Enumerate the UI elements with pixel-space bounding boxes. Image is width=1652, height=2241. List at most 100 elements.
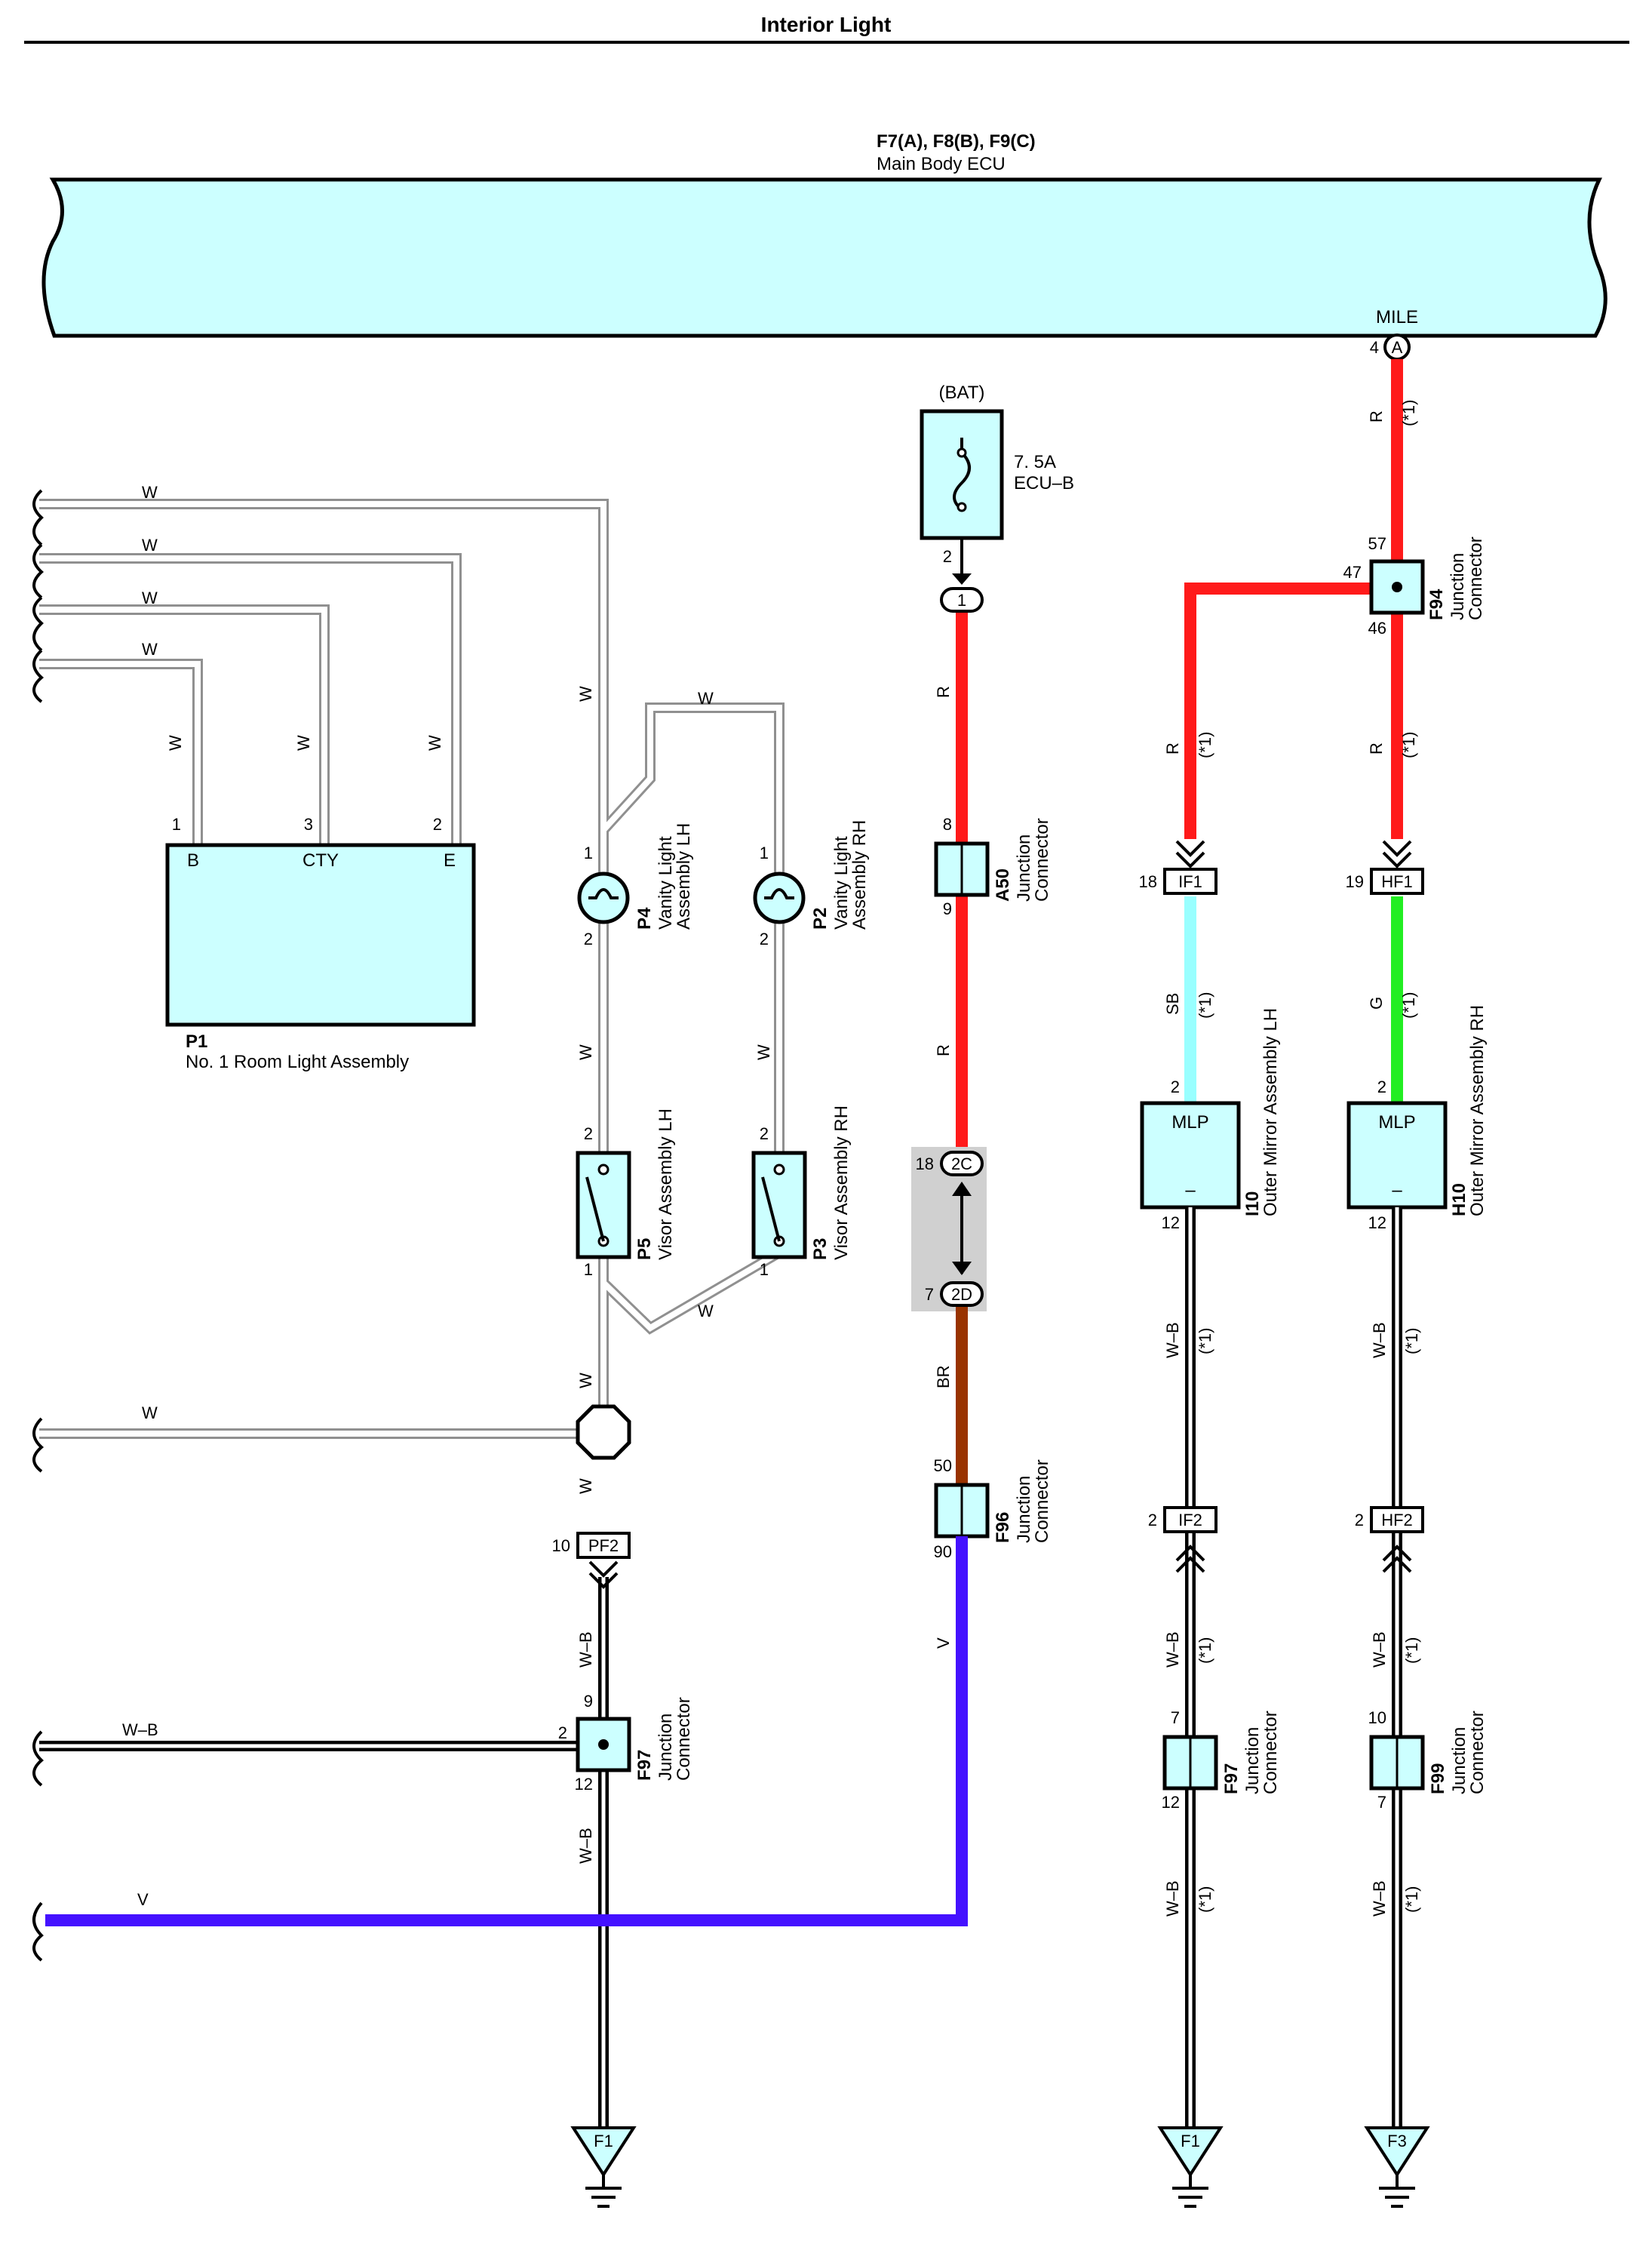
- wire-label-star: (*1): [1196, 1328, 1214, 1354]
- if2-connector: IF2 2: [1148, 1506, 1218, 1573]
- wire-label-r: R: [1367, 742, 1386, 755]
- f97a-name: Connector: [674, 1697, 694, 1781]
- hf2-pin: 2: [1355, 1511, 1364, 1529]
- f94-code: F94: [1426, 589, 1447, 620]
- a50-code: A50: [993, 868, 1013, 902]
- i10-terminal: MLP: [1171, 1112, 1208, 1133]
- f97b-pin-12: 12: [1162, 1793, 1180, 1812]
- main-body-ecu: F7(A), F8(B), F9(C) Main Body ECU MILE A…: [41, 131, 1607, 361]
- wire-label-r: R: [934, 1044, 953, 1056]
- wb-wires-left: [32, 1560, 619, 2128]
- wire-label-wb: W–B: [1163, 1631, 1182, 1668]
- pf2-label: PF2: [588, 1536, 619, 1555]
- wire-label-w: W: [142, 589, 158, 607]
- wire-break: [32, 1901, 44, 1962]
- f97a-name: Junction: [656, 1714, 676, 1781]
- p5-pin-2: 2: [584, 1124, 593, 1143]
- ground-label: F1: [1181, 2132, 1200, 2150]
- wire-label-w: W: [754, 1044, 773, 1060]
- p4-code: P4: [634, 907, 655, 930]
- f97-junction-left: 9 2 12 F97 Junction Connector: [558, 1692, 694, 1794]
- f99-pin-10: 10: [1368, 1708, 1386, 1727]
- p1-room-light: B CTY E 1 3 2 P1 No. 1 Room Light Assemb…: [165, 815, 476, 1072]
- white-wires: [32, 489, 785, 1473]
- f96-code: F96: [993, 1512, 1013, 1543]
- wire-label-star: (*1): [1196, 992, 1214, 1019]
- a50-name: Connector: [1032, 818, 1052, 902]
- passthrough-connector: 2C 18 2D 7: [911, 1147, 987, 1311]
- fuse-pin: 2: [943, 547, 952, 566]
- ground-f3: F3: [1364, 2126, 1430, 2208]
- a50-junction: 8 9 A50 Junction Connector: [934, 815, 1052, 918]
- p3-code: P3: [810, 1238, 831, 1260]
- i10-pin-12: 12: [1162, 1213, 1180, 1232]
- i10-pin-2: 2: [1171, 1077, 1180, 1096]
- a50-name: Junction: [1014, 835, 1034, 902]
- hf2-label: HF2: [1381, 1511, 1413, 1529]
- fuse-ecu-b: (BAT) 7. 5A ECU–B 2 1: [920, 383, 1074, 613]
- wb-wires-right: [1185, 1207, 1402, 2128]
- pf2-connector: PF2 10: [552, 1532, 631, 1559]
- h10-code: H10: [1449, 1183, 1469, 1216]
- p3-name: Visor Assembly RH: [831, 1105, 852, 1260]
- f94-name: Junction: [1448, 553, 1468, 620]
- wire-label-wb: W–B: [1370, 1631, 1389, 1668]
- if1-pin: 18: [1139, 872, 1157, 891]
- pass-c2-pin: 7: [925, 1285, 934, 1304]
- p5-code: P5: [634, 1238, 655, 1260]
- h10-pin-2: 2: [1377, 1077, 1386, 1096]
- a50-pin-8: 8: [943, 815, 952, 834]
- f96-pin-90: 90: [934, 1542, 952, 1561]
- wire-label-wb: W–B: [576, 1631, 595, 1668]
- ground-label: F1: [594, 2132, 613, 2150]
- wire-label-w: W: [576, 686, 595, 702]
- p2-name: Assembly RH: [849, 820, 870, 930]
- wire-label-v: V: [934, 1637, 953, 1649]
- wire-label-r: R: [934, 686, 953, 698]
- h10-terminal: MLP: [1378, 1112, 1415, 1133]
- f99-junction: 10 7 F99 Junction Connector: [1368, 1708, 1488, 1812]
- p3-visor-rh: 2 1 P3 Visor Assembly RH: [751, 1105, 852, 1279]
- p2-pin-2: 2: [760, 930, 769, 948]
- f94-junction: 57 47 46 F94 Junction Connector: [1343, 534, 1486, 638]
- wire-label-w: W: [166, 735, 185, 751]
- ecu-terminal-mile: MILE: [1376, 307, 1418, 327]
- wire-label-br: BR: [934, 1365, 953, 1388]
- wire-label-w: W: [142, 1403, 158, 1422]
- p2-name: Vanity Light: [831, 836, 852, 930]
- p5-visor-lh: 2 1 P5 Visor Assembly LH: [576, 1108, 676, 1279]
- ecu-connector-a-label: A: [1392, 338, 1403, 357]
- i10-minus: –: [1185, 1180, 1196, 1200]
- p1-name: No. 1 Room Light Assembly: [186, 1052, 409, 1072]
- wire-violet: [45, 1536, 968, 1926]
- wire-label-r: R: [1367, 410, 1386, 423]
- if1-label: IF1: [1178, 872, 1202, 891]
- f97a-pin-12: 12: [575, 1775, 593, 1794]
- splice-point: [576, 1404, 631, 1460]
- wire-label-w: W: [698, 689, 714, 708]
- wire-label-wb: W–B: [576, 1828, 595, 1864]
- wire-label-w: W: [142, 483, 158, 502]
- wire-label-w: W: [576, 1373, 595, 1388]
- p1-pin-1: 1: [172, 815, 181, 834]
- p4-name: Vanity Light: [656, 836, 676, 930]
- f96-name: Connector: [1032, 1459, 1052, 1543]
- f94-pin-57: 57: [1368, 534, 1386, 553]
- wire-label-wb: W–B: [1370, 1880, 1389, 1917]
- f97b-name: Connector: [1260, 1711, 1281, 1794]
- wire-label-w: W: [142, 536, 158, 555]
- p1-pin-2: 2: [433, 815, 442, 834]
- pass-c1-pin: 18: [916, 1154, 934, 1173]
- fuse-name: ECU–B: [1014, 473, 1074, 493]
- if2-label: IF2: [1178, 1511, 1202, 1529]
- p2-vanity-light-rh: 1 2 P2 Vanity Light Assembly RH: [753, 820, 870, 948]
- wire-label-g: G: [1367, 997, 1386, 1010]
- f96-junction: 50 90 F96 Junction Connector: [934, 1456, 1052, 1561]
- wire-label-star: (*1): [1402, 1886, 1421, 1913]
- p4-vanity-light-lh: 1 2 P4 Vanity Light Assembly LH: [577, 823, 694, 948]
- wire-label-w: W: [142, 640, 158, 659]
- fuse-rating: 7. 5A: [1014, 452, 1056, 472]
- wire-label-sb: SB: [1163, 993, 1182, 1015]
- ecu-name: Main Body ECU: [877, 154, 1006, 174]
- p4-name: Assembly LH: [674, 823, 694, 930]
